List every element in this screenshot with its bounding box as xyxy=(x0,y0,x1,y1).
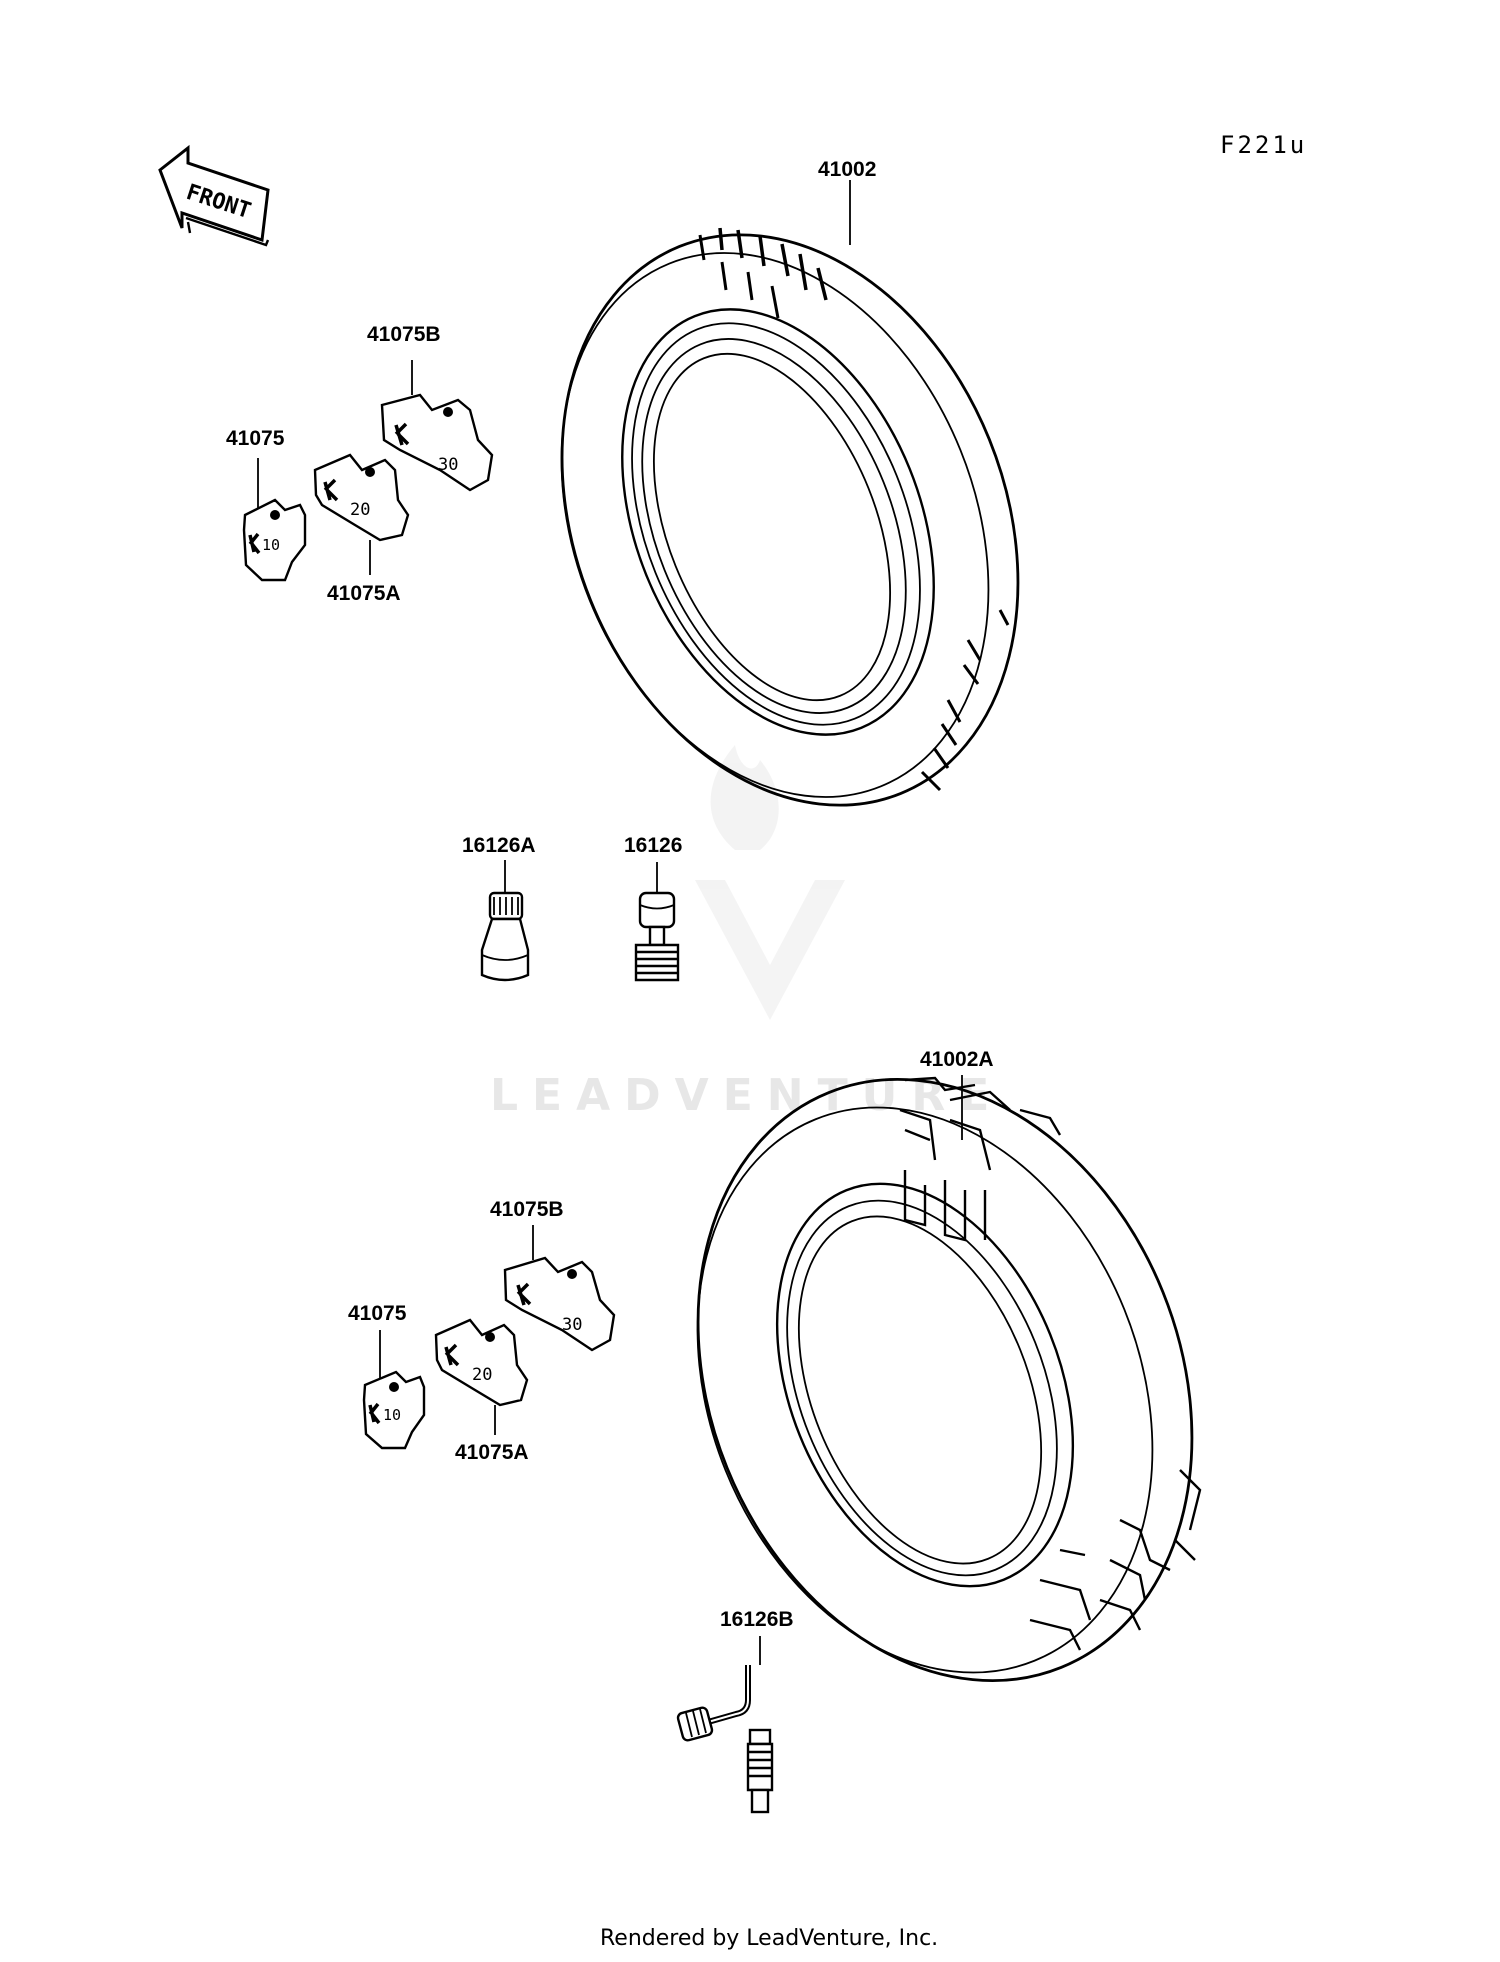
label-41002a[interactable]: 41002A xyxy=(920,1048,994,1071)
weight-mark-10-bottom: 10 xyxy=(383,1406,401,1424)
front-tire[interactable] xyxy=(480,166,1100,874)
label-41075a-bottom[interactable]: 41075A xyxy=(455,1441,529,1464)
balance-weight-10-top[interactable]: 10 xyxy=(242,498,307,582)
weight-mark-20-bottom: 20 xyxy=(472,1365,492,1385)
label-16126b[interactable]: 16126B xyxy=(720,1608,794,1631)
label-41075b-top[interactable]: 41075B xyxy=(367,323,441,346)
balance-weight-10-bottom[interactable]: 10 xyxy=(362,1370,426,1450)
balance-weight-20-top[interactable]: 20 xyxy=(313,453,410,542)
balance-weight-30-bottom[interactable]: 30 xyxy=(503,1256,616,1352)
label-41075b-bottom[interactable]: 41075B xyxy=(490,1198,564,1221)
footer-credit: Rendered by LeadVenture, Inc. xyxy=(600,1926,938,1951)
label-16126[interactable]: 16126 xyxy=(624,834,682,857)
weight-mark-30-top: 30 xyxy=(438,455,458,475)
label-41002[interactable]: 41002 xyxy=(818,158,876,181)
angled-valve-16126b[interactable] xyxy=(676,1665,774,1814)
label-41075-top[interactable]: 41075 xyxy=(226,427,285,450)
valve-core-16126[interactable] xyxy=(634,891,680,982)
label-41075-bottom[interactable]: 41075 xyxy=(348,1302,407,1325)
weight-mark-20-top: 20 xyxy=(350,500,370,520)
figure-code: F221u xyxy=(1220,131,1307,159)
weight-mark-10-top: 10 xyxy=(262,536,280,554)
label-16126a[interactable]: 16126A xyxy=(462,834,536,857)
rear-tire[interactable] xyxy=(611,1005,1279,1756)
balance-weight-20-bottom[interactable]: 20 xyxy=(434,1318,529,1407)
front-arrow-icon: FRONT xyxy=(158,144,270,247)
label-41075a-top[interactable]: 41075A xyxy=(327,582,401,605)
watermark-logo xyxy=(695,745,845,1020)
weight-mark-30-bottom: 30 xyxy=(562,1315,582,1335)
valve-stem-16126a[interactable] xyxy=(480,891,530,982)
balance-weight-30-top[interactable]: 30 xyxy=(380,393,494,492)
